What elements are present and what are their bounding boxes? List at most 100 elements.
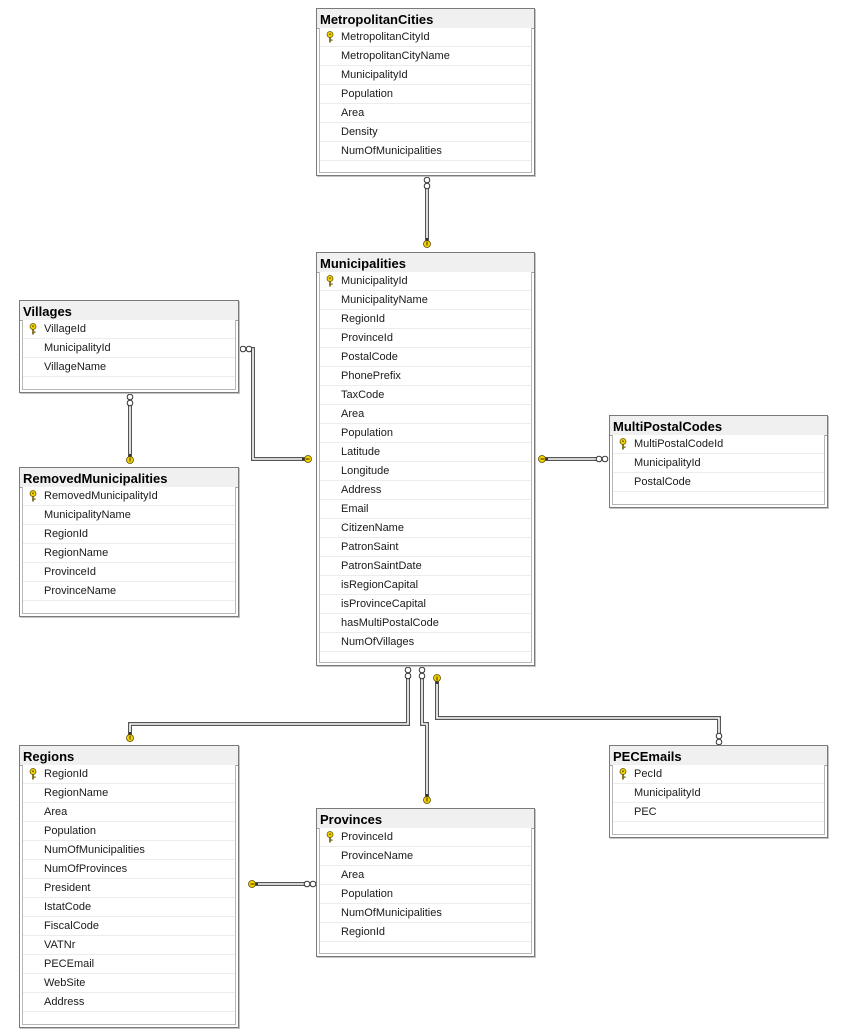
field-row[interactable]: RegionName (23, 544, 235, 563)
table-title: PECEmails (610, 746, 827, 766)
field-row[interactable]: Density (320, 123, 531, 142)
field-row[interactable]: hasMultiPostalCode (320, 614, 531, 633)
key-endpoint-icon (423, 238, 431, 248)
key-icon (28, 490, 38, 502)
infinity-endpoint-icon (595, 455, 609, 463)
field-row[interactable]: VillageName (23, 358, 235, 377)
field-row[interactable]: Area (320, 405, 531, 424)
key-icon (325, 275, 335, 287)
field-row[interactable]: VillageId (23, 320, 235, 339)
field-row[interactable]: MunicipalityId (320, 66, 531, 85)
field-name: PostalCode (634, 476, 691, 488)
field-name: Area (341, 408, 365, 420)
field-row[interactable]: Address (320, 481, 531, 500)
field-row[interactable]: MunicipalityId (23, 339, 235, 358)
field-row[interactable]: ProvinceId (320, 828, 531, 847)
field-row[interactable]: ProvinceId (23, 563, 235, 582)
field-name: RegionId (341, 313, 386, 325)
field-row[interactable]: FiscalCode (23, 917, 235, 936)
field-row[interactable]: NumOfMunicipalities (320, 142, 531, 161)
field-row[interactable]: ProvinceName (23, 582, 235, 601)
field-row[interactable]: Longitude (320, 462, 531, 481)
field-row[interactable]: Population (320, 424, 531, 443)
field-row[interactable]: Population (23, 822, 235, 841)
field-row[interactable]: WebSite (23, 974, 235, 993)
field-row[interactable]: NumOfMunicipalities (320, 904, 531, 923)
field-row[interactable]: NumOfMunicipalities (23, 841, 235, 860)
field-row[interactable]: RegionId (23, 525, 235, 544)
field-row[interactable]: PECEmail (23, 955, 235, 974)
field-row[interactable]: Area (320, 104, 531, 123)
field-name: Area (44, 806, 68, 818)
field-name: VillageName (44, 361, 107, 373)
field-row[interactable]: IstatCode (23, 898, 235, 917)
field-row[interactable]: PatronSaint (320, 538, 531, 557)
field-row[interactable]: NumOfVillages (320, 633, 531, 652)
field-row[interactable]: CitizenName (320, 519, 531, 538)
field-row[interactable]: MetropolitanCityName (320, 47, 531, 66)
field-name: PatronSaint (341, 541, 399, 553)
key-endpoint-icon (423, 794, 431, 804)
field-name: PECEmail (44, 958, 95, 970)
field-row[interactable]: Address (23, 993, 235, 1012)
field-row[interactable]: RegionId (23, 765, 235, 784)
field-name: Email (341, 503, 369, 515)
field-row[interactable]: PecId (613, 765, 824, 784)
field-row[interactable]: ProvinceId (320, 329, 531, 348)
field-row[interactable]: MunicipalityName (23, 506, 235, 525)
field-row[interactable]: President (23, 879, 235, 898)
field-row[interactable]: RegionName (23, 784, 235, 803)
table-removedmunicipalities[interactable]: RemovedMunicipalities RemovedMunicipalit… (19, 467, 239, 617)
field-row[interactable]: PostalCode (320, 348, 531, 367)
field-row[interactable]: PhonePrefix (320, 367, 531, 386)
field-name: Longitude (341, 465, 390, 477)
field-name: MunicipalityId (44, 342, 111, 354)
field-row[interactable]: MunicipalityId (613, 784, 824, 803)
field-row[interactable]: PatronSaintDate (320, 557, 531, 576)
field-row[interactable]: MetropolitanCityId (320, 28, 531, 47)
table-title: Municipalities (317, 253, 534, 273)
field-row[interactable]: Latitude (320, 443, 531, 462)
field-row[interactable]: isRegionCapital (320, 576, 531, 595)
field-row[interactable]: RegionId (320, 923, 531, 942)
field-row[interactable]: PostalCode (613, 473, 824, 492)
field-row[interactable]: MunicipalityName (320, 291, 531, 310)
field-row[interactable]: VATNr (23, 936, 235, 955)
field-row[interactable]: MunicipalityId (320, 272, 531, 291)
field-row[interactable]: Area (23, 803, 235, 822)
field-row[interactable]: RegionId (320, 310, 531, 329)
connector-muni-regions (128, 676, 410, 740)
field-name: VATNr (44, 939, 76, 951)
field-row[interactable]: RemovedMunicipalityId (23, 487, 235, 506)
field-name: Population (341, 888, 393, 900)
field-name: hasMultiPostalCode (341, 617, 439, 629)
field-row[interactable]: Area (320, 866, 531, 885)
field-row[interactable]: isProvinceCapital (320, 595, 531, 614)
field-row[interactable]: Population (320, 85, 531, 104)
field-row[interactable]: ProvinceName (320, 847, 531, 866)
field-name: ProvinceId (44, 566, 96, 578)
field-name: Address (341, 484, 382, 496)
table-title: Provinces (317, 809, 534, 829)
field-name: MunicipalityName (341, 294, 428, 306)
field-row[interactable]: Population (320, 885, 531, 904)
field-row[interactable]: PEC (613, 803, 824, 822)
field-name: isProvinceCapital (341, 598, 426, 610)
field-row[interactable]: MultiPostalCodeId (613, 435, 824, 454)
field-row[interactable]: Email (320, 500, 531, 519)
field-row[interactable]: TaxCode (320, 386, 531, 405)
field-row[interactable]: MunicipalityId (613, 454, 824, 473)
field-row[interactable]: NumOfProvinces (23, 860, 235, 879)
